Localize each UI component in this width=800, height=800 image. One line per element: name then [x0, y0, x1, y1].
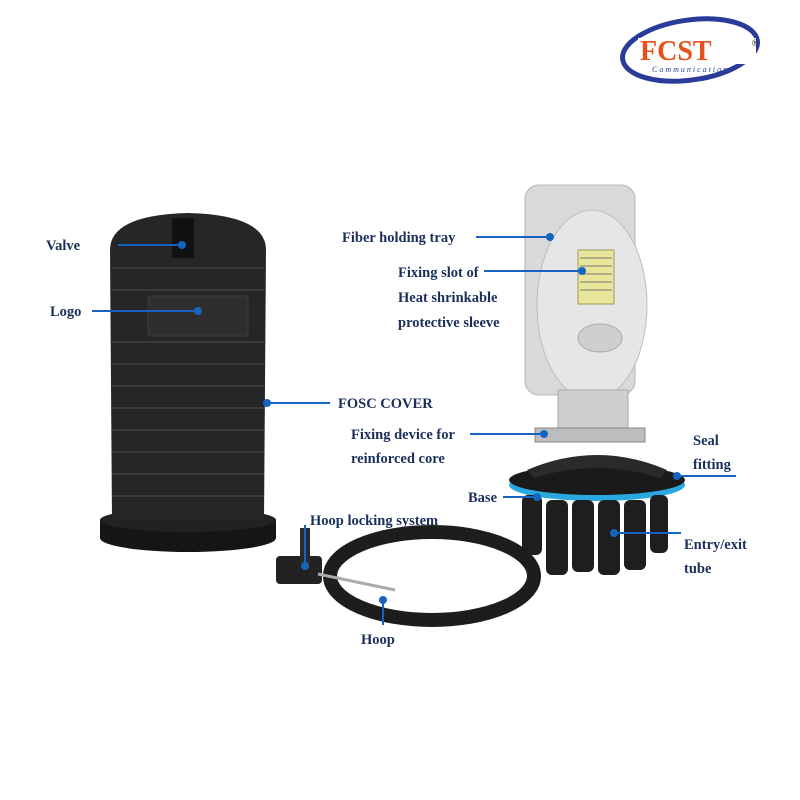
label-seal-line2: fitting: [693, 457, 732, 473]
label-fixing-slot-line1: Fixing slot of: [398, 265, 479, 281]
label-valve: Valve: [46, 238, 81, 254]
fosc-cover: [100, 213, 276, 552]
logo-sub: Communication: [652, 65, 729, 74]
label-entry-exit-line1: Entry/exit: [684, 537, 747, 553]
closure: [509, 184, 685, 575]
label-fiber-holding-tray: Fiber holding tray: [342, 230, 456, 246]
label-fixing-slot-line2: Heat shrinkable: [398, 290, 498, 306]
label-base: Base: [468, 490, 498, 506]
leaders: [92, 233, 736, 625]
label-fixing-device-line2: reinforced core: [351, 451, 445, 467]
label-hoop: Hoop: [361, 632, 395, 648]
label-fosc-cover: FOSC COVER: [338, 396, 433, 412]
logo-registered: ®: [752, 38, 759, 48]
label-fixing-slot-line3: protective sleeve: [398, 315, 500, 331]
fcst-logo: FCST ® Communication: [620, 16, 760, 84]
label-logo: Logo: [50, 304, 81, 320]
label-fixing-device-line1: Fixing device for: [351, 427, 455, 443]
logo-swoosh: [620, 16, 760, 84]
label-hoop-locking-system: Hoop locking system: [310, 513, 438, 529]
logo-brand: FCST: [640, 36, 712, 67]
hoop: [276, 525, 541, 627]
label-seal-line1: Seal: [693, 433, 719, 449]
label-entry-exit-line2: tube: [684, 561, 712, 577]
